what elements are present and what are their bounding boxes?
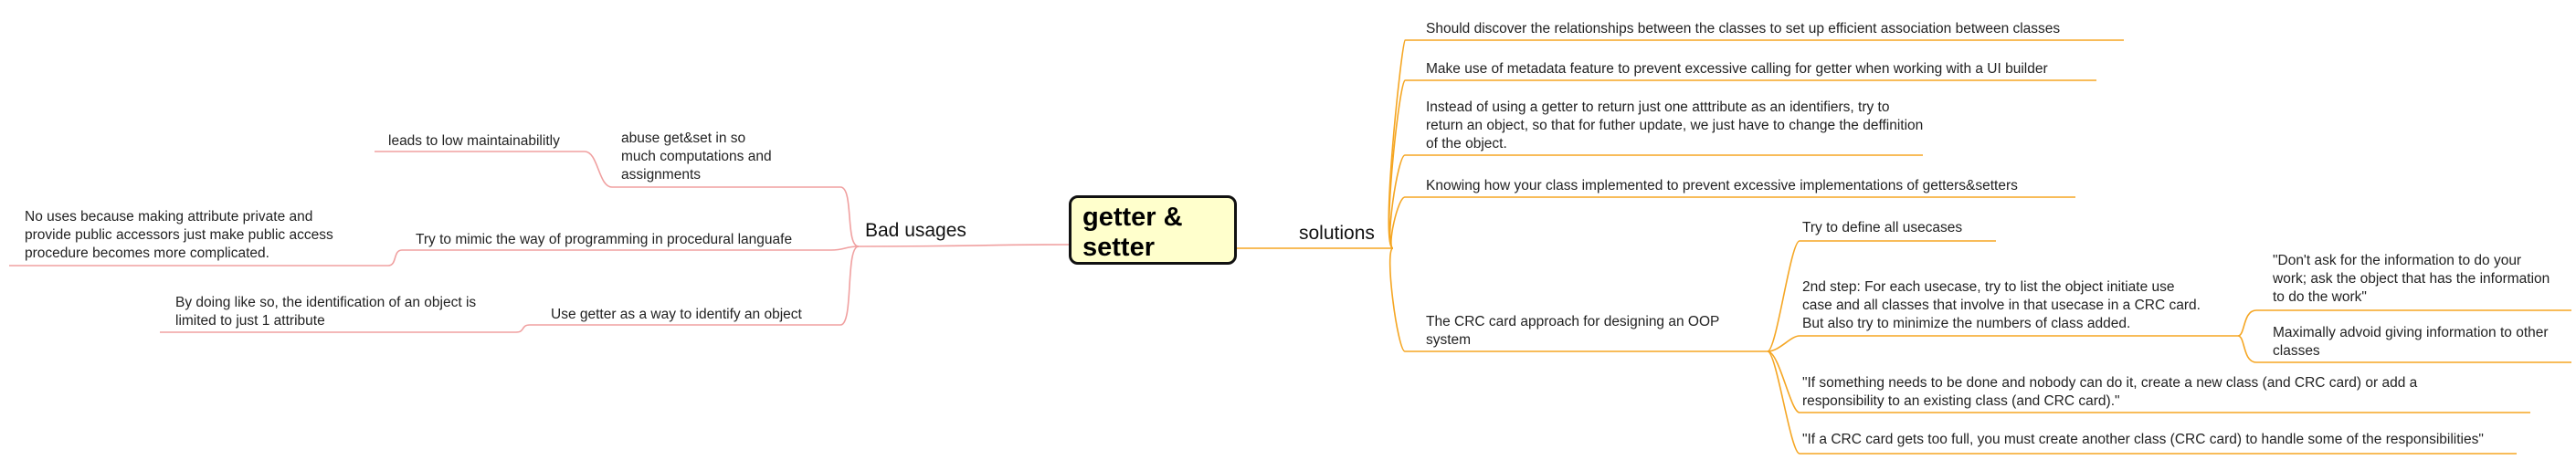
edge-step2-sub1	[2237, 309, 2571, 337]
edge-crc-step2	[1767, 335, 2238, 352]
edge-crc-step4	[1767, 350, 2517, 455]
topic-getter-identify[interactable]: Use getter as a way to identify an objec…	[551, 307, 802, 322]
edge-mimic-nouses	[9, 249, 403, 267]
topic-abuse-get-set[interactable]: abuse get&set in so much computations an…	[621, 131, 772, 183]
crc-sub-dont-ask[interactable]: "Don't ask for the information to do you…	[2273, 253, 2550, 305]
edge-central-bad-usages	[858, 244, 1070, 247]
topic-by-doing-so[interactable]: By doing like so, the identification of …	[175, 295, 477, 329]
edge-crc-step3	[1767, 350, 2530, 413]
crc-step-card-too-full[interactable]: "If a CRC card gets too full, you must c…	[1802, 432, 2484, 447]
solution-knowing-class[interactable]: Knowing how your class implemented to pr…	[1426, 178, 2018, 193]
edge-abuse-leads	[375, 151, 613, 188]
edge-bad-usages-abuse	[612, 186, 860, 247]
edge-crc-step1	[1767, 240, 1996, 352]
central-topic[interactable]: getter & setter	[1069, 195, 1237, 265]
solution-discover-relationships[interactable]: Should discover the relationships betwee…	[1426, 21, 2061, 37]
topic-no-uses[interactable]: No uses because making attribute private…	[25, 209, 333, 261]
solution-crc-approach[interactable]: The CRC card approach for designing an O…	[1426, 314, 1720, 348]
solution-return-object[interactable]: Instead of using a getter to return just…	[1426, 99, 1924, 152]
edge-solutions-s4	[1390, 196, 2075, 249]
topic-mimic-procedural[interactable]: Try to mimic the way of programming in p…	[416, 232, 793, 247]
solution-metadata-feature[interactable]: Make use of metadata feature to prevent …	[1426, 61, 2048, 77]
branch-bad-usages[interactable]: Bad usages	[865, 220, 966, 241]
topic-leads-low-maintainability[interactable]: leads to low maintainabilitly	[388, 133, 560, 149]
crc-step-define-usecases[interactable]: Try to define all usecases	[1802, 220, 1963, 235]
crc-sub-avoid-giving-info[interactable]: Maximally advoid giving information to o…	[2273, 325, 2549, 359]
edge-bad-usages-identify	[530, 246, 860, 326]
edge-identify-bydoing	[160, 324, 531, 333]
crc-step-2nd-step[interactable]: 2nd step: For each usecase, try to list …	[1802, 279, 2201, 331]
crc-step-create-new-class[interactable]: "If something needs to be done and nobod…	[1802, 375, 2418, 409]
edge-step2-sub2	[2237, 335, 2571, 363]
branch-solutions[interactable]: solutions	[1299, 223, 1375, 244]
edge-solutions-crc	[1388, 247, 1768, 352]
edge-bad-usages-mimic	[402, 246, 860, 251]
